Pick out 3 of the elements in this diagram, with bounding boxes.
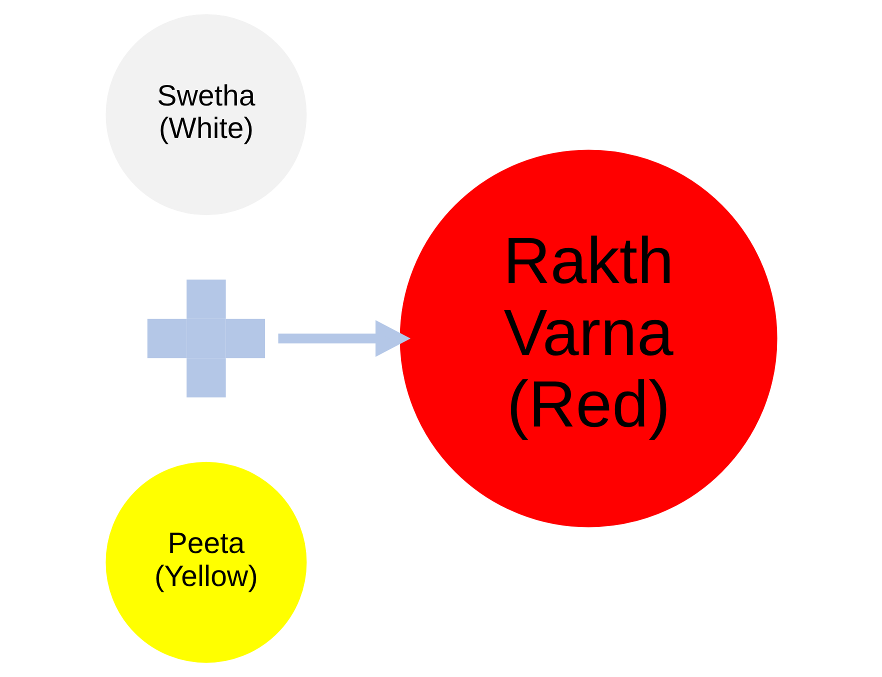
node-circle: Rakth Varna (Red) (399, 150, 777, 528)
node-circle: Peeta (Yellow) (105, 462, 306, 663)
arrow (278, 320, 410, 357)
